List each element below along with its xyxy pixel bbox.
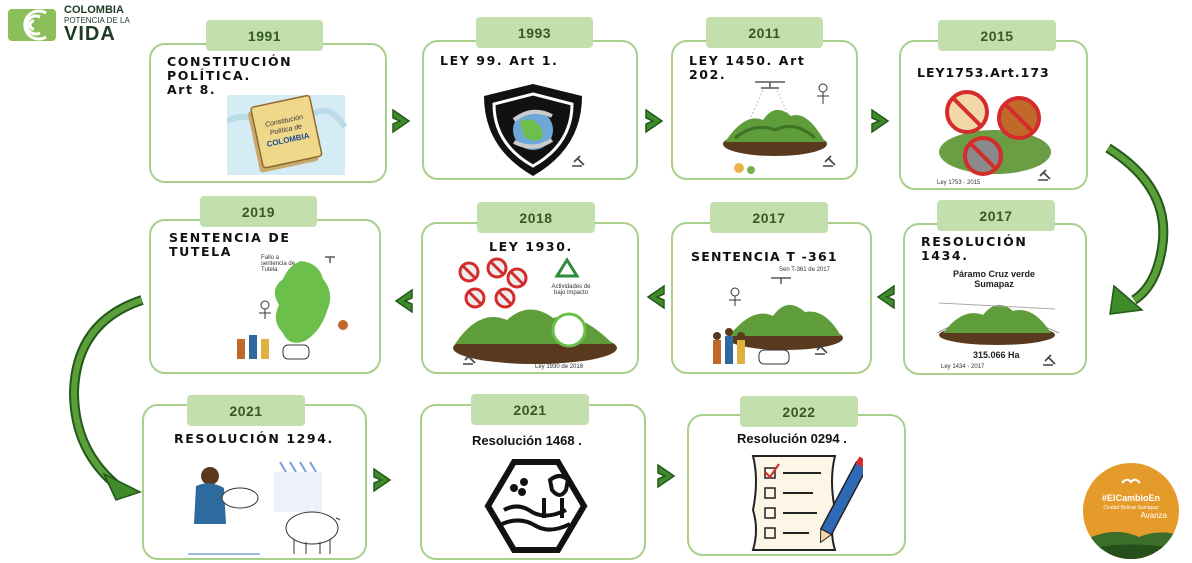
paramo-subtitle: Páramo Cruz verde Sumapaz <box>953 269 1036 289</box>
year-label: 2019 <box>200 196 317 227</box>
chevron-right-icon <box>645 108 664 134</box>
timeline-card-2019: SENTENCIA DE TUTELA Fallo a sentencia de… <box>149 219 381 374</box>
card-title: SENTENCIA DE TUTELA <box>169 230 291 259</box>
tutela-note: Fallo a sentencia de Tutela <box>261 255 296 273</box>
card-caption: Ley 1753 - 2015 <box>937 180 981 186</box>
year-label: 2011 <box>706 17 823 48</box>
badge-text-1: #ElCambioEn <box>1101 493 1160 503</box>
year-label: 2022 <box>740 396 858 427</box>
year-label: 1991 <box>206 20 323 51</box>
checklist-document-illustration <box>751 455 863 551</box>
card-title: CONSTITUCIÓN POLÍTICA. Art 8. <box>167 54 293 97</box>
card-title: Resolución 1468 . <box>472 433 582 448</box>
year-label: 2021 <box>471 394 589 425</box>
logo-line-3: VIDA <box>64 23 116 45</box>
timeline-card-2011: LEY 1450. Art 202. <box>671 40 858 180</box>
logo-line-2: POTENCIA DE LA <box>64 16 130 25</box>
chevron-left-icon <box>394 288 413 314</box>
card-title: RESOLUCIÓN 1294. <box>174 431 334 446</box>
paramo-map-illustration <box>936 302 1060 345</box>
timeline-card-2018: LEY 1930. Actividades de bajo impacto Le… <box>421 222 639 374</box>
year-label: 2017 <box>937 200 1055 231</box>
area-value: 315.066 Ha <box>973 350 1020 360</box>
badge-text-2: Ciudad Bolívar Sumapaz <box>1103 505 1159 511</box>
badge-hills-icon <box>1083 531 1179 559</box>
chevron-left-icon <box>876 284 895 310</box>
community-mountain-illustration <box>713 277 843 365</box>
logo: COLOMBIA POTENCIA DE LA VIDA <box>6 3 156 45</box>
gavel-icon <box>1043 354 1056 366</box>
colombia-map-illustration <box>237 256 348 360</box>
card-caption: Ley 1930 de 2018 <box>535 364 584 370</box>
timeline-card-2017-resolucion: RESOLUCIÓN 1434. Páramo Cruz verde Sumap… <box>903 223 1087 375</box>
shield-globe-illustration <box>484 84 582 176</box>
card-title: LEY 1930. <box>489 239 573 254</box>
card-caption: Ley 1434 - 2017 <box>941 364 985 370</box>
year-label: 2021 <box>187 395 305 426</box>
gavel-icon <box>572 155 585 167</box>
constitution-book-illustration: Constitución Política de COLOMBIA <box>227 94 347 175</box>
year-label: 2015 <box>938 20 1056 51</box>
year-label: 1993 <box>476 17 593 48</box>
timeline-card-1993: LEY 99. Art 1. <box>422 40 638 180</box>
gavel-icon <box>823 155 836 167</box>
timeline-card-2017-sentencia: SENTENCIA T -361 Sen T-361 de 2017 <box>671 222 872 374</box>
hexagon-emblem-illustration <box>484 459 588 553</box>
card-title: LEY 99. Art 1. <box>440 53 559 68</box>
card-title: RESOLUCIÓN 1434. <box>921 234 1028 263</box>
gavel-icon <box>1038 169 1051 181</box>
mountain-drone-illustration <box>723 81 829 174</box>
logo-line-1: COLOMBIA <box>64 4 124 16</box>
timeline-card-2021-resolucion-1294: RESOLUCIÓN 1294. <box>142 404 367 560</box>
bubble-text: Actividades de bajo impacto <box>551 284 591 296</box>
card-caption: Sen T-361 de 2017 <box>779 267 830 273</box>
logo-mark-icon <box>8 9 56 41</box>
chevron-right-icon <box>373 467 392 493</box>
year-label: 2018 <box>477 202 595 233</box>
gavel-icon <box>815 343 828 355</box>
gavel-icon <box>463 353 476 365</box>
timeline-card-2015: LEY1753.Art.173 Ley 1753 - 2015 <box>899 40 1088 190</box>
timeline-card-2021-resolucion-1468: Resolución 1468 . <box>420 404 646 560</box>
campaign-badge: #ElCambioEn Ciudad Bolívar Sumapaz Avanz… <box>1083 463 1179 559</box>
bird-icon <box>1121 478 1141 484</box>
prohibited-activities-illustration <box>939 90 1051 176</box>
low-impact-activities-illustration <box>453 257 617 364</box>
curved-arrow-icon <box>1105 143 1169 315</box>
card-title: LEY1753.Art.173 <box>917 65 1050 80</box>
year-label: 2017 <box>710 202 828 233</box>
chevron-right-icon <box>392 108 411 134</box>
chevron-right-icon <box>871 108 890 134</box>
card-title: Resolución 0294 . <box>737 431 847 446</box>
farmer-sheep-illustration <box>188 461 340 555</box>
badge-text-3: Avanza <box>1140 511 1167 520</box>
chevron-right-icon <box>657 463 676 489</box>
timeline-card-2022: Resolución 0294 . <box>687 414 906 556</box>
card-title: LEY 1450. Art 202. <box>689 53 806 82</box>
timeline-card-1991: CONSTITUCIÓN POLÍTICA. Art 8. Constituci… <box>149 43 387 183</box>
curved-arrow-icon <box>68 295 144 501</box>
chevron-left-icon <box>646 284 665 310</box>
card-title: SENTENCIA T -361 <box>691 249 838 264</box>
